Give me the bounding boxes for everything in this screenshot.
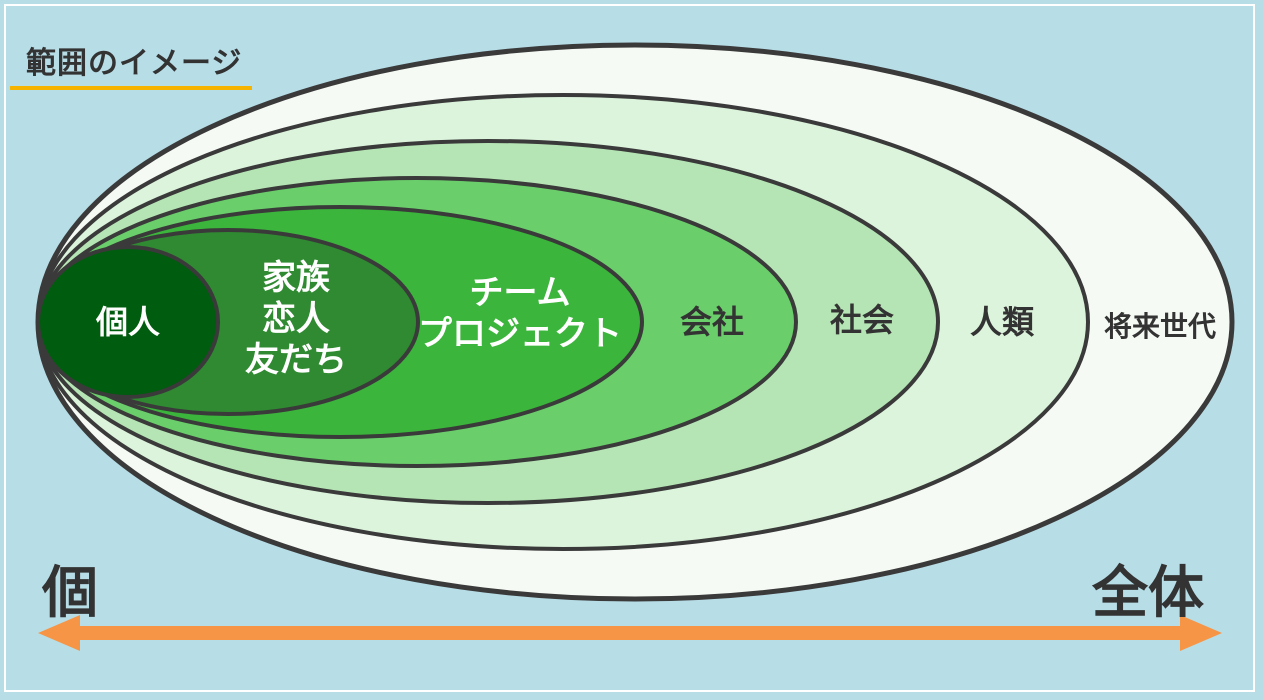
level-label-1: 個人 (96, 303, 160, 341)
level-label-7: 将来世代 (1104, 310, 1216, 344)
level-label-line: 個人 (95, 302, 161, 341)
level-label-5: 社会 (830, 301, 894, 339)
diagram-title: 範囲のイメージ (26, 46, 243, 81)
level-label-line: チーム (469, 273, 571, 314)
axis-left-label: 個 (42, 561, 98, 626)
level-ellipse-1 (36, 245, 220, 399)
level-label-line: プロジェクト (418, 314, 622, 354)
level-label-4: 会社 (680, 303, 744, 341)
level-label-line: 将来世代 (1103, 310, 1217, 344)
level-label-line: 人類 (969, 302, 1035, 341)
level-label-line: 社会 (829, 300, 895, 339)
level-label-3: チームプロジェクト (418, 273, 622, 355)
diagram-frame (4, 4, 1255, 692)
level-label-2: 家族恋人友だち (245, 258, 347, 380)
scope-arrow (38, 615, 1222, 651)
axis-right-label: 全体 (1092, 561, 1204, 626)
level-label-line: 家族 (262, 257, 330, 298)
level-label-line: 友だち (245, 339, 347, 380)
level-label-6: 人類 (970, 303, 1034, 341)
title-underline (10, 86, 252, 90)
level-label-line: 恋人 (262, 298, 330, 339)
level-label-line: 会社 (679, 302, 745, 341)
